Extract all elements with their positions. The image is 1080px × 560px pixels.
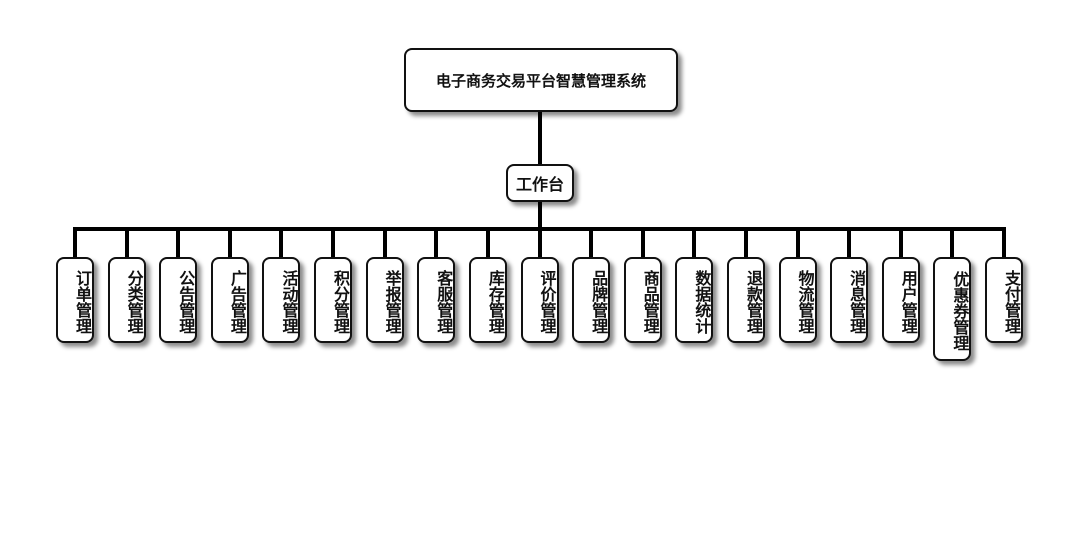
root-label: 电子商务交易平台智慧管理系统: [435, 71, 646, 90]
module-node: 退款管理: [726, 257, 765, 343]
root-node: 电子商务交易平台智慧管理系统: [404, 48, 678, 112]
connector-root-workbench: [538, 112, 542, 164]
module-label: 活动管理: [279, 270, 299, 334]
module-label: 数据统计: [692, 270, 712, 334]
connector-module: [176, 229, 181, 257]
module-label: 用户管理: [898, 270, 918, 334]
module-node: 评价管理: [520, 257, 559, 343]
module-label: 优惠券管理: [950, 271, 970, 351]
module-node: 品牌管理: [572, 257, 611, 343]
module-node: 公告管理: [159, 257, 198, 343]
module-node: 分类管理: [107, 257, 146, 343]
connector-module: [485, 229, 490, 257]
module-node: 用户管理: [881, 257, 920, 343]
module-node: 商品管理: [623, 257, 662, 343]
module-node: 优惠券管理: [933, 257, 972, 361]
module-label: 物流管理: [795, 270, 815, 334]
module-node: 库存管理: [468, 257, 507, 343]
module-label: 订单管理: [73, 270, 92, 334]
connector-module: [847, 229, 852, 257]
workbench-node: 工作台: [506, 164, 574, 202]
module-node: 客服管理: [417, 257, 456, 343]
module-label: 消息管理: [847, 270, 867, 334]
connector-module: [279, 229, 284, 257]
connector-module: [589, 229, 594, 257]
module-label: 广告管理: [227, 270, 247, 334]
module-node: 活动管理: [262, 257, 301, 343]
module-node: 数据统计: [675, 257, 714, 343]
module-label: 公告管理: [176, 270, 196, 334]
module-node: 订单管理: [56, 257, 94, 343]
module-node: 举报管理: [365, 257, 404, 343]
module-node: 积分管理: [314, 257, 353, 343]
module-node: 支付管理: [985, 257, 1023, 343]
connector-module: [743, 229, 748, 257]
connector-module: [640, 229, 645, 257]
module-label: 举报管理: [382, 270, 402, 334]
connector-module: [434, 229, 439, 257]
connector-module: [692, 229, 697, 257]
workbench-label: 工作台: [515, 175, 564, 194]
connector-module: [227, 229, 232, 257]
module-label: 分类管理: [124, 270, 144, 334]
connector-module: [950, 229, 955, 257]
connector-workbench-bus: [538, 202, 542, 230]
connector-module: [382, 229, 387, 257]
module-node: 物流管理: [778, 257, 817, 343]
module-label: 积分管理: [331, 270, 351, 334]
module-node: 消息管理: [830, 257, 869, 343]
module-label: 退款管理: [743, 270, 763, 334]
connector-module: [124, 229, 129, 257]
module-label: 库存管理: [485, 270, 505, 334]
module-label: 商品管理: [640, 270, 660, 334]
module-label: 客服管理: [434, 270, 454, 334]
module-node: 广告管理: [210, 257, 249, 343]
module-label: 品牌管理: [589, 270, 609, 334]
connector-module: [537, 229, 542, 257]
connector-module: [898, 229, 903, 257]
connector-module: [73, 229, 77, 257]
module-label: 评价管理: [537, 270, 557, 334]
connector-module: [1002, 229, 1006, 257]
connector-module: [331, 229, 336, 257]
connector-module: [795, 229, 800, 257]
module-label: 支付管理: [1002, 270, 1021, 334]
